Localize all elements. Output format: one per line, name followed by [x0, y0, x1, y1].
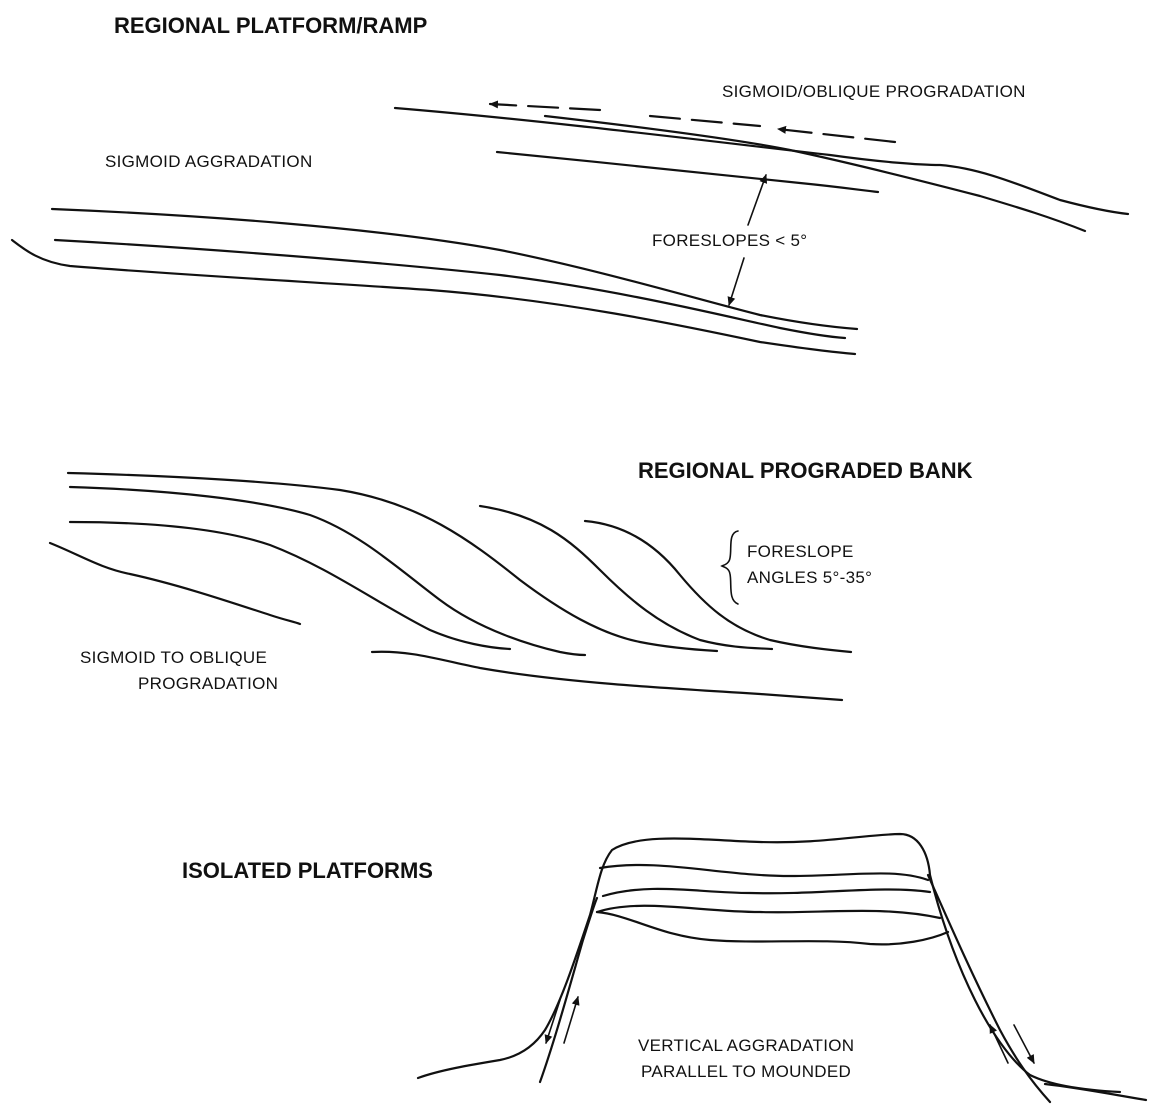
isolated-layer-4	[597, 912, 948, 944]
ramp-upper-line-1	[395, 108, 1128, 214]
ramp-progradation-arrow-right	[778, 129, 895, 142]
ramp-lower-line-3	[12, 240, 855, 354]
ramp-title: REGIONAL PLATFORM/RAMP	[114, 13, 427, 38]
isolated-left-arrow-down	[546, 1000, 560, 1043]
bank-basal-line-right	[372, 652, 842, 700]
bank-progradation-label-line1: SIGMOID TO OBLIQUE	[80, 648, 267, 667]
panel-isolated-platforms: ISOLATED PLATFORMS VERTICAL AGGRADATION …	[182, 834, 1146, 1102]
isolated-right-basal-line	[1045, 1084, 1146, 1100]
isolated-left-arrow-up	[564, 997, 578, 1043]
bank-foreslope-label-line1: FORESLOPE	[747, 542, 854, 561]
ramp-progradation-dashes-mid	[650, 116, 760, 126]
ramp-lower-line-2	[55, 240, 845, 338]
panel-regional-platform-ramp: REGIONAL PLATFORM/RAMP SIGMOID/OBLIQUE P…	[12, 13, 1128, 354]
isolated-layer-3	[597, 906, 940, 918]
ramp-aggradation-label: SIGMOID AGGRADATION	[105, 152, 313, 171]
bank-progradation-label-line2: PROGRADATION	[138, 674, 278, 693]
ramp-progradation-arrow-left	[490, 104, 600, 110]
ramp-upper-line-3	[497, 152, 878, 192]
bank-title: REGIONAL PROGRADED BANK	[638, 458, 973, 483]
isolated-label-line1: VERTICAL AGGRADATION	[638, 1036, 854, 1055]
ramp-lower-line-1	[52, 209, 857, 329]
bank-foreslope-label-line2: ANGLES 5°-35°	[747, 568, 872, 587]
ramp-foreslope-arrow-down	[729, 258, 744, 305]
isolated-title: ISOLATED PLATFORMS	[182, 858, 433, 883]
ramp-progradation-label: SIGMOID/OBLIQUE PROGRADATION	[722, 82, 1026, 101]
ramp-foreslope-label: FORESLOPES < 5°	[652, 231, 807, 250]
isolated-left-fault	[540, 898, 597, 1082]
isolated-label-line2: PARALLEL TO MOUNDED	[641, 1062, 851, 1081]
isolated-right-fault	[928, 875, 1050, 1102]
bank-foreslope-brace	[722, 531, 738, 604]
bank-clinoform-4	[480, 506, 772, 649]
isolated-layer-2	[603, 889, 930, 896]
bank-basal-line-left	[50, 543, 300, 624]
isolated-right-arrow-up	[990, 1025, 1008, 1063]
ramp-upper-line-2	[545, 116, 1085, 231]
panel-regional-prograded-bank: REGIONAL PROGRADED BANK FORESLOPE ANGLES…	[50, 458, 973, 700]
isolated-layer-1	[600, 865, 928, 880]
bank-clinoform-3	[70, 522, 510, 649]
ramp-foreslope-arrow-up	[748, 175, 766, 225]
